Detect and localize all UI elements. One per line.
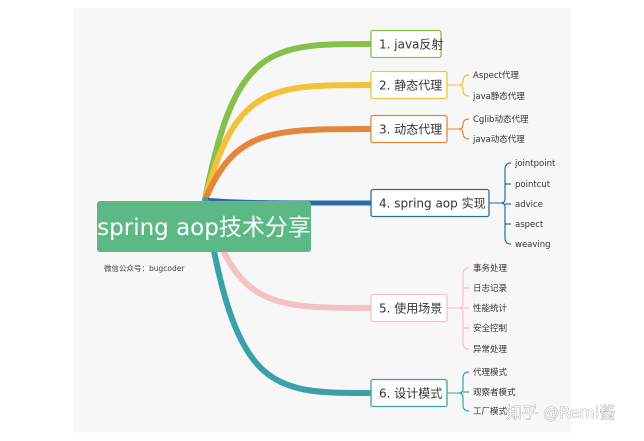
leaf-bracket — [500, 162, 512, 245]
leaf-label[interactable]: 性能统计 — [473, 303, 508, 314]
leaf-bracket — [458, 267, 470, 350]
leaf-label[interactable]: 观察者模式 — [473, 387, 516, 398]
branch-label: 1. java反射 — [379, 37, 443, 52]
leaf-brackets — [447, 74, 512, 412]
leaf-label[interactable]: 日志记录 — [473, 283, 508, 294]
branch-edge — [202, 82, 374, 203]
watermark-text: 知乎 @Remi酱 — [506, 403, 615, 422]
branch-label: 5. 使用场景 — [379, 301, 442, 316]
branch-node[interactable] — [370, 188, 490, 218]
leaf-label[interactable]: pointcut — [515, 180, 551, 190]
leaf-bracket — [458, 74, 470, 97]
credit-text: 微信公众号：bugcoder — [104, 263, 185, 273]
branch-label: 2. 静态代理 — [379, 79, 442, 93]
leaf-label[interactable]: 工厂模式 — [473, 406, 508, 417]
leaf-label[interactable]: java动态代理 — [472, 134, 525, 145]
leaf-label[interactable]: 事务处理 — [473, 263, 508, 274]
leaf-label[interactable]: 异常处理 — [473, 344, 508, 355]
branch-edge — [202, 197, 374, 396]
leaf-label[interactable]: 安全控制 — [473, 323, 507, 334]
branch-node[interactable] — [370, 378, 448, 408]
branch-nodes: 1. java反射 2. 静态代理 3. 动态代理 4. spring aop 实现 5… — [370, 29, 490, 408]
leaf-label[interactable]: aspect — [515, 220, 544, 230]
branch-node[interactable] — [370, 29, 442, 59]
leaf-label[interactable]: jointpoint — [514, 159, 556, 169]
branch-node[interactable] — [370, 70, 448, 100]
leaf-nodes: Aspect代理 java静态代理 Cglib动态代理 java动态代理 jointpo… — [472, 70, 556, 417]
leaf-label[interactable]: weaving — [515, 240, 551, 250]
leaf-label[interactable]: java静态代理 — [472, 91, 525, 102]
root-label: spring aop技术分享 — [97, 215, 311, 241]
leaf-label[interactable]: Cglib动态代理 — [473, 114, 529, 125]
leaf-label[interactable]: Aspect代理 — [473, 70, 519, 81]
leaf-label[interactable]: 代理模式 — [473, 367, 508, 378]
leaf-bracket — [458, 118, 470, 140]
root-node[interactable] — [97, 201, 311, 252]
leaf-label[interactable]: advice — [515, 200, 543, 210]
branch-label: 6. 设计模式 — [379, 387, 442, 401]
leaf-bracket — [458, 371, 470, 412]
branch-node[interactable] — [370, 114, 448, 144]
branch-label: 4. spring aop 实现 — [379, 196, 486, 211]
branch-edge — [202, 126, 374, 203]
branch-node[interactable] — [370, 293, 448, 323]
branch-label: 3. 动态代理 — [379, 123, 442, 137]
branch-edge — [202, 41, 374, 203]
branch-edges — [202, 41, 374, 396]
